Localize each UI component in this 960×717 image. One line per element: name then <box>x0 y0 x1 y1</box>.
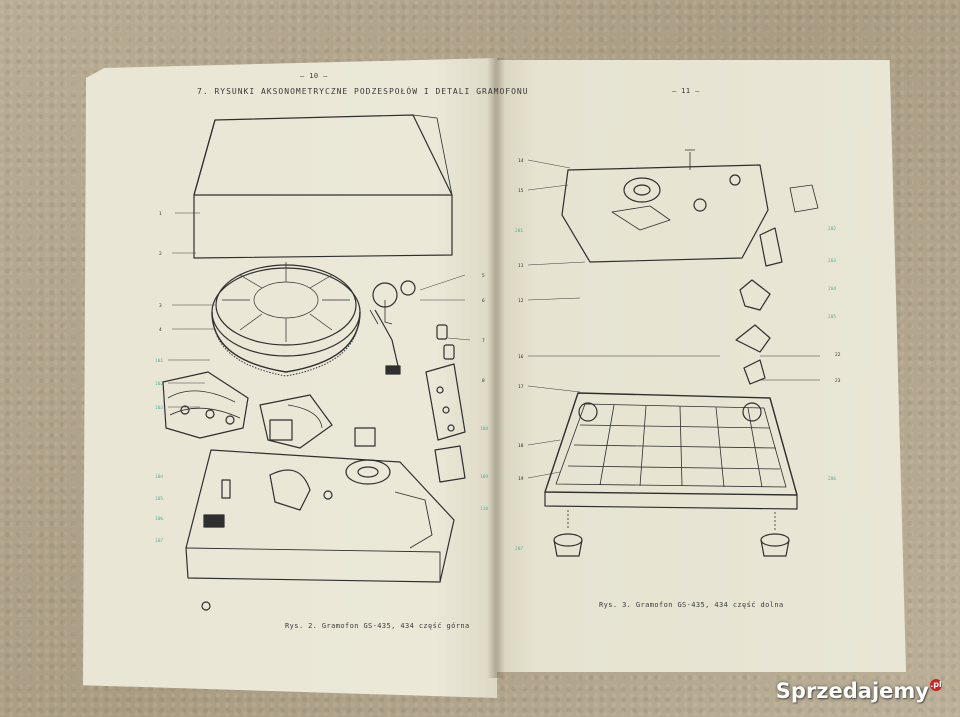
motor-assembly-drawing <box>162 371 376 449</box>
chassis-top-drawing <box>561 149 819 385</box>
svg-text:15: 15 <box>518 188 524 194</box>
svg-text:203: 203 <box>828 258 836 264</box>
dust-cover-drawing <box>193 114 453 259</box>
left-figure-caption: Rys. 2. Gramofon GS-435, 434 część górna <box>285 622 470 630</box>
book-spine <box>487 58 505 678</box>
svg-text:6: 6 <box>482 298 485 304</box>
svg-text:109: 109 <box>480 474 488 480</box>
base-plate-drawing <box>185 445 466 611</box>
svg-text:201: 201 <box>515 228 523 234</box>
svg-text:11: 11 <box>518 263 524 269</box>
left-page-heading: 7. RYSUNKI AKSONOMETRYCZNE PODZESPOŁÓW I… <box>197 87 529 96</box>
right-page <box>497 60 906 672</box>
svg-text:2: 2 <box>159 251 162 257</box>
sprzedajemy-watermark: Sprzedajemy.pl <box>775 679 942 703</box>
svg-text:23: 23 <box>835 378 841 384</box>
svg-text:7: 7 <box>482 338 485 344</box>
right-figure-caption: Rys. 3. Gramofon GS-435, 434 część dolna <box>599 601 784 609</box>
svg-text:1: 1 <box>159 211 162 217</box>
tonearm-drawing <box>369 280 416 375</box>
svg-text:22: 22 <box>835 352 841 358</box>
svg-text:101: 101 <box>155 358 163 364</box>
svg-text:202: 202 <box>828 226 836 232</box>
right-page-number: — 11 — <box>672 87 700 95</box>
svg-text:205: 205 <box>828 314 836 320</box>
chassis-bottom-drawing <box>544 392 798 510</box>
svg-text:17: 17 <box>518 384 524 390</box>
svg-text:110: 110 <box>480 506 488 512</box>
svg-text:106: 106 <box>155 516 163 522</box>
platter-drawing <box>211 262 361 377</box>
svg-text:12: 12 <box>518 298 524 304</box>
svg-text:3: 3 <box>159 303 162 309</box>
svg-text:8: 8 <box>482 378 485 384</box>
svg-text:105: 105 <box>155 496 163 502</box>
svg-text:204: 204 <box>828 286 836 292</box>
svg-text:107: 107 <box>155 538 163 544</box>
svg-text:18: 18 <box>518 443 524 449</box>
watermark-suffix: .pl <box>930 679 942 691</box>
knobs-drawing <box>425 324 466 441</box>
svg-text:19: 19 <box>518 476 524 482</box>
svg-text:4: 4 <box>159 327 162 333</box>
svg-text:5: 5 <box>482 273 485 279</box>
left-page <box>83 58 497 698</box>
left-page-number: — 10 — <box>300 72 328 80</box>
svg-text:206: 206 <box>828 476 836 482</box>
svg-text:207: 207 <box>515 546 523 552</box>
svg-text:102: 102 <box>155 381 163 387</box>
feet-drawing <box>553 510 790 557</box>
svg-text:108: 108 <box>480 426 488 432</box>
svg-text:14: 14 <box>518 158 524 164</box>
svg-text:103: 103 <box>155 405 163 411</box>
svg-text:16: 16 <box>518 354 524 360</box>
svg-text:104: 104 <box>155 474 163 480</box>
